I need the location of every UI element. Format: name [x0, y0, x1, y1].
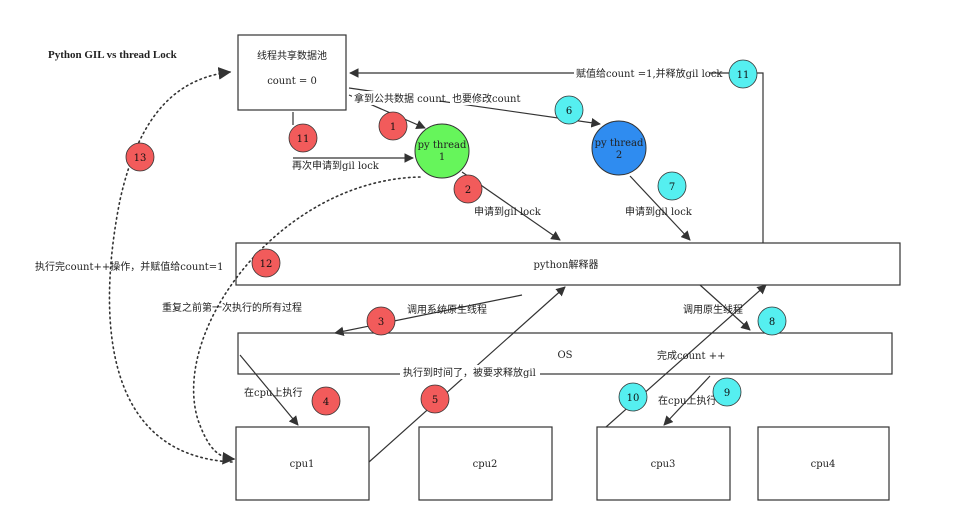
- py-thread-1: py thread 1: [414, 123, 470, 179]
- badge-1: 1: [378, 111, 408, 141]
- label-got-gil-1: 申请到gil lock: [474, 205, 542, 218]
- svg-text:11: 11: [297, 134, 310, 145]
- svg-text:7: 7: [669, 182, 675, 193]
- cpu3-box: cpu3: [596, 426, 731, 501]
- badge-8: 8: [757, 306, 787, 336]
- arrow-t2-gil: [629, 175, 691, 241]
- label-assign-release: 赋值给count =1,并释放gil lock: [576, 67, 723, 80]
- pool-title: 线程共享数据池: [257, 49, 327, 62]
- label-got-gil-2: 申请到gil lock: [625, 205, 693, 218]
- badge-13: 13: [125, 142, 155, 172]
- badge-9: 9: [712, 377, 742, 407]
- thread1-line2: 1: [439, 152, 445, 163]
- badge-12: 12: [251, 248, 281, 278]
- cyan-badges: 6 7 8 9 10 11: [554, 59, 787, 412]
- red-badges: 1 2 3 4 5 11 12 13: [125, 111, 483, 416]
- label-call-native-thread: 调用系统原生线程: [407, 303, 487, 316]
- label-finish-count: 完成count ++: [657, 349, 725, 362]
- cpu1-box: cpu1: [235, 426, 370, 501]
- badge-5: 5: [420, 384, 450, 414]
- label-also-modify: 也要修改count: [452, 92, 521, 105]
- svg-text:11: 11: [737, 70, 750, 81]
- svg-text:6: 6: [566, 106, 572, 117]
- thread1-line1: py thread: [418, 140, 467, 151]
- thread2-line2: 2: [616, 150, 622, 161]
- dotted-thread1-to-cpu1: [192, 176, 421, 465]
- svg-text:12: 12: [260, 259, 273, 270]
- badge-2: 2: [453, 174, 483, 204]
- label-repeat-process: 重复之前第一次执行的所有过程: [162, 301, 302, 314]
- badge-11-cyan: 11: [728, 59, 758, 89]
- svg-text:9: 9: [724, 388, 730, 399]
- label-time-up-release: 执行到时间了，被要求释放gil: [403, 366, 536, 379]
- svg-text:4: 4: [323, 397, 329, 408]
- diagram-title: Python GIL vs thread Lock: [48, 49, 178, 61]
- label-reapply-gil: 再次申请到gil lock: [292, 159, 380, 172]
- py-thread-2: py thread 2: [591, 120, 647, 176]
- svg-text:5: 5: [432, 395, 438, 406]
- badge-10: 10: [618, 382, 648, 412]
- badge-4: 4: [311, 386, 341, 416]
- svg-text:10: 10: [627, 393, 640, 404]
- cpu2-box: cpu2: [418, 426, 553, 501]
- arrow-assign-release: [349, 68, 764, 243]
- svg-text:1: 1: [390, 122, 396, 133]
- arrow-os-cpu3: [663, 375, 711, 426]
- arrow-os-cpu1: [239, 354, 299, 426]
- badge-3: 3: [366, 306, 396, 336]
- svg-text:2: 2: [465, 185, 471, 196]
- os-box: OS: [237, 332, 893, 375]
- cpu4-box: cpu4: [757, 426, 890, 501]
- dotted-paths: [108, 67, 421, 465]
- arrow-call-native-2: [699, 284, 751, 331]
- label-exec-done-assign: 执行完count++操作，并赋值给count=1: [35, 260, 224, 273]
- os-label: OS: [557, 350, 572, 361]
- pool-count: count = 0: [267, 76, 317, 87]
- svg-text:3: 3: [378, 317, 384, 328]
- arrow-call-native: [334, 294, 523, 336]
- badge-6: 6: [554, 95, 584, 125]
- interpreter-label: python解释器: [534, 258, 599, 271]
- dotted-cpu1-to-pool: [108, 67, 233, 463]
- cpu4-label: cpu4: [811, 459, 836, 470]
- label-call-native-thread-2: 调用原生线程: [683, 303, 743, 316]
- label-get-public-data: 拿到公共数据 count: [354, 92, 446, 105]
- label-run-on-cpu-2: 在cpu上执行: [658, 394, 716, 407]
- thread2-line1: py thread: [595, 138, 644, 149]
- svg-text:8: 8: [769, 317, 775, 328]
- cpu3-label: cpu3: [651, 459, 676, 470]
- svg-text:13: 13: [134, 153, 147, 164]
- cpu1-label: cpu1: [290, 459, 315, 470]
- badge-7: 7: [657, 171, 687, 201]
- badge-11-red: 11: [288, 123, 318, 153]
- interpreter-box: python解释器: [235, 242, 901, 286]
- label-run-on-cpu-1: 在cpu上执行: [244, 386, 302, 399]
- shared-data-pool-box: 线程共享数据池 count = 0: [237, 34, 347, 111]
- edge-labels: 拿到公共数据 count 也要修改count 赋值给count =1,并释放gi…: [35, 66, 743, 407]
- cpu2-label: cpu2: [473, 459, 498, 470]
